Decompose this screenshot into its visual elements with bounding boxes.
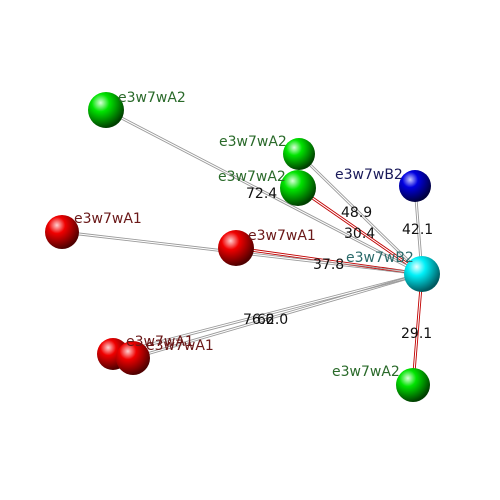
atom-sphere-green[interactable] [88, 92, 124, 128]
atom-label: e3w7wA1 [126, 334, 194, 350]
atom-label: e3w7wB2 [335, 167, 403, 183]
distance-label: 30.4 [344, 226, 375, 242]
bond-A2_mid2-B2_cyan [297, 188, 422, 276]
atom-label: e3w7wA1 [74, 211, 142, 227]
atom-label: e3w7wA1 [146, 338, 214, 354]
distance-label: 48.9 [341, 205, 372, 221]
bond-A2_top-B2_cyan [105, 110, 422, 276]
atom-label: e3w7wA2 [218, 169, 286, 185]
bond-A1_bot1-B2_cyan [112, 272, 422, 354]
atom-label: e3w7wA2 [332, 364, 400, 380]
atom-sphere-red[interactable] [218, 230, 254, 266]
bond-A2_bottom-B2_cyan [411, 273, 422, 385]
distance-label: 62.0 [257, 312, 288, 328]
bond-A2_bottom-B2_cyan [413, 274, 424, 386]
atom-sphere-cyan[interactable] [404, 256, 440, 292]
atom-label: e3w7wA2 [219, 134, 287, 150]
bond-A2_top-B2_cyan [106, 108, 423, 274]
bond-A2_mid2-B2_cyan [298, 186, 423, 274]
atom-sphere-red[interactable] [116, 341, 150, 375]
distance-label-layer: 72.4 48.9 42.1 30.437.8 76.662.0 29.1 [243, 186, 433, 342]
atom-layer [45, 92, 440, 402]
atom-label: e3w7wA1 [248, 228, 316, 244]
atom-label: e3w7wB2 [346, 250, 414, 266]
distance-label: 76.6 [243, 312, 274, 328]
atom-sphere-green[interactable] [280, 170, 316, 206]
bond-A1_bot2-B2_cyan [132, 272, 422, 358]
bond-A1_center-B2_cyan [236, 246, 423, 274]
atom-sphere-green[interactable] [283, 138, 315, 170]
distance-label: 72.4 [246, 186, 277, 202]
bond-A2_mid-B2_cyan [297, 154, 422, 276]
distance-label: 37.8 [313, 257, 344, 273]
distance-label: 42.1 [402, 222, 433, 238]
atom-label: e3w7wA2 [118, 90, 186, 106]
atom-sphere-blue[interactable] [399, 170, 431, 202]
bond-A2_mid-B2_cyan [299, 152, 424, 274]
atom-sphere-green[interactable] [396, 368, 430, 402]
bond-A1_bot2-B2_cyan [133, 274, 423, 360]
atom-sphere-red[interactable] [45, 215, 79, 249]
distance-label: 29.1 [401, 326, 432, 342]
